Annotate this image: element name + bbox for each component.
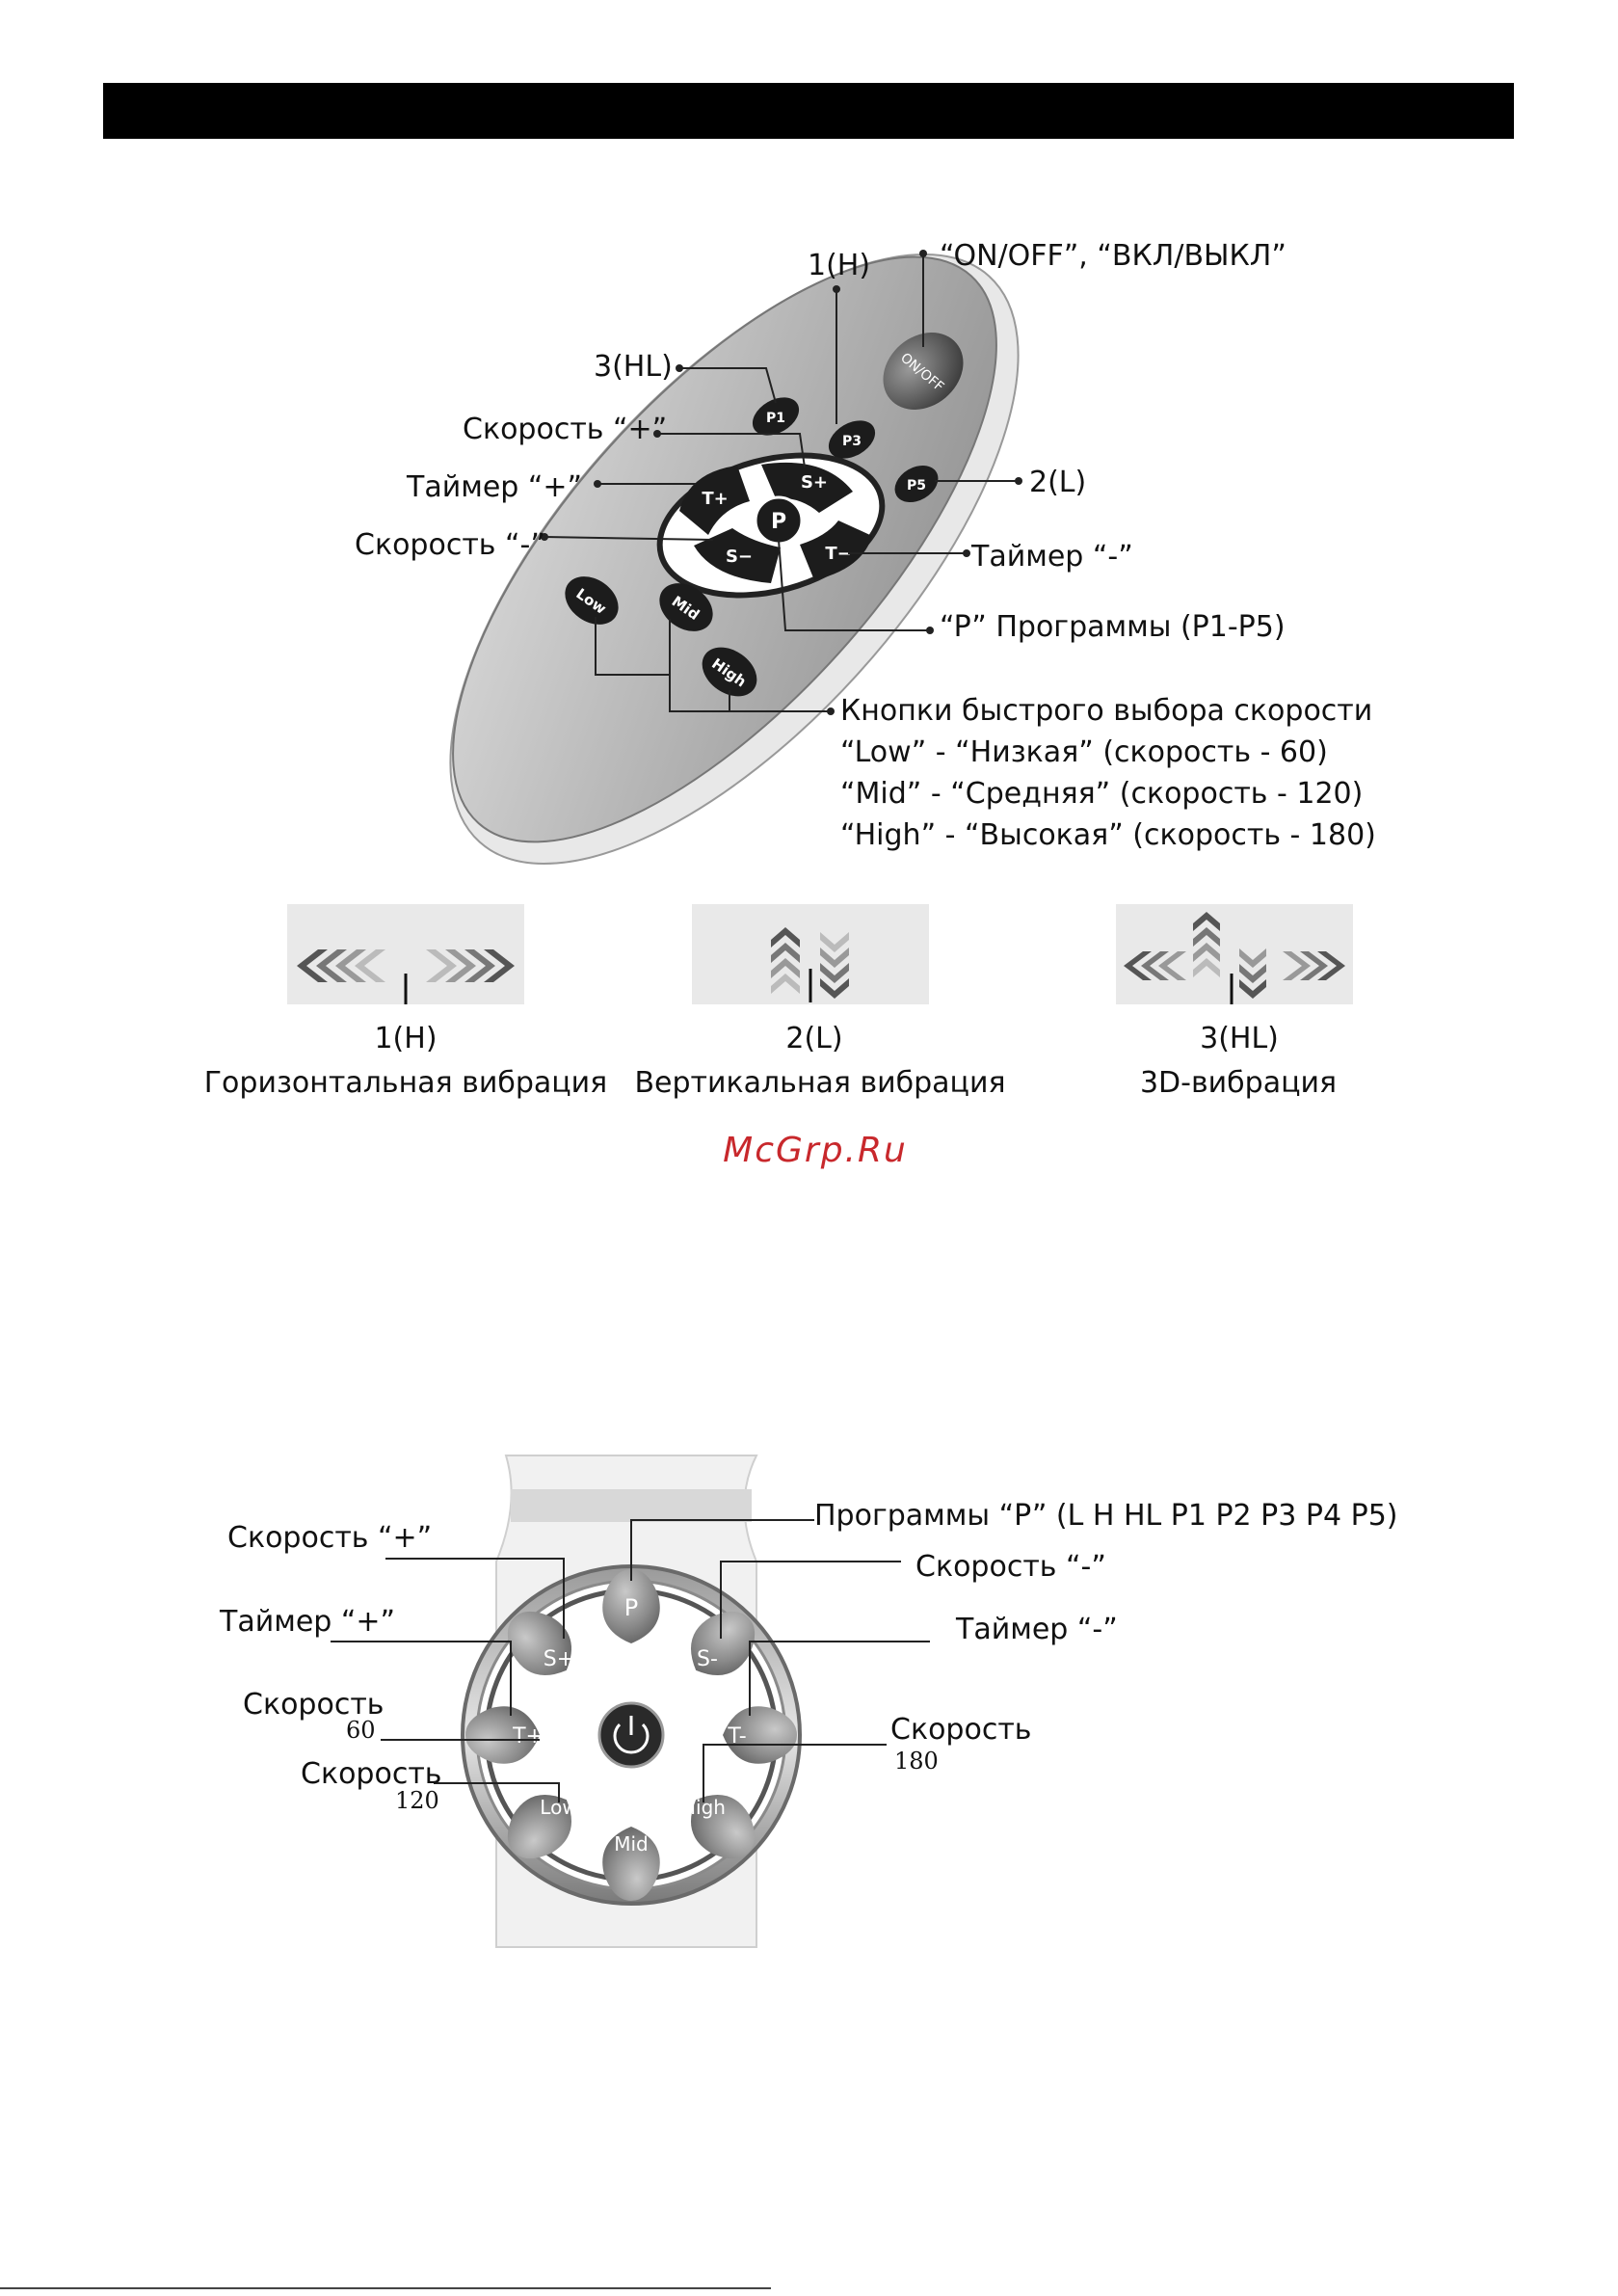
panel-s-plus-button-label: S+ [544,1647,574,1671]
high-button[interactable]: High [693,637,766,707]
label-2l: 2(L) [1029,466,1086,499]
vibration-h-name: Горизонтальная вибрация [204,1066,607,1100]
down-chevrons-icon [1239,948,1266,999]
p1-button-label: P1 [766,411,785,426]
label-quick-mid: “Mid” - “Средняя” (скорость - 120) [840,777,1363,811]
t-minus-button[interactable]: T− [800,521,872,580]
watermark: McGrp.Ru [723,1131,908,1170]
s-plus-button[interactable]: S+ [761,462,853,513]
panel-strap-band [511,1489,752,1522]
panel-label-speed-minus: Скорость “-” [915,1550,1106,1584]
panel-label-speed-120-value: 120 [395,1787,439,1814]
p-button[interactable]: P [754,495,804,546]
panel-t-plus-button[interactable] [465,1706,540,1764]
p3-button[interactable]: P3 [822,413,882,466]
panel-label-programs: Программы “P” (L H HL P1 P2 P3 P4 P5) [814,1499,1398,1533]
low-button[interactable]: Low [556,567,627,634]
remote-dpad: T+ S+ P S− T− [656,452,886,599]
panel-label-speed-120: Скорость [301,1757,441,1791]
label-speed-minus: Скорость “-” [355,528,545,562]
vibration-hl-image [1116,904,1353,1004]
vibration-mode-horizontal: 1(H) Горизонтальная вибрация [204,904,607,1100]
panel-labels: Программы “P” (L H HL P1 P2 P3 P4 P5) Ск… [219,1499,1398,1814]
label-programs: “P” Программы (P1-P5) [940,610,1286,644]
right-chevrons-icon [426,949,515,982]
remote-control: ON/OFF P1 P3 P5 T+ S+ [449,253,1020,866]
down-chevrons-icon [820,932,849,999]
panel-s-plus-button[interactable] [493,1597,587,1691]
control-panel: P S+ S- T+ T- Low Mid High [461,1455,802,1948]
right-chevrons-icon [1283,951,1345,980]
label-timer-minus: Таймер “-” [970,540,1133,574]
remote-leader-lines [541,250,1022,715]
panel-leader-lines [331,1519,930,1802]
vibration-hl-code: 3(HL) [1200,1022,1279,1055]
panel-s-minus-button-label: S- [697,1647,718,1671]
label-3hl: 3(HL) [594,350,673,384]
on-off-button[interactable]: ON/OFF [867,316,978,425]
p5-button[interactable]: P5 [889,458,945,509]
p1-button[interactable]: P1 [746,389,806,442]
panel-p-button[interactable]: P [602,1569,660,1643]
panel-label-speed-plus: Скорость “+” [227,1521,432,1555]
t-plus-button-label: T+ [702,489,728,509]
panel-s-minus-button[interactable] [676,1597,769,1691]
panel-p-button-label: P [624,1594,638,1621]
panel-t-plus-button-label: T+ [512,1724,544,1749]
panel-label-speed-60: Скорость [243,1688,384,1722]
panel-label-speed-60-value: 60 [346,1717,376,1744]
panel-low-button[interactable] [493,1779,587,1873]
vibration-mode-vertical: 2(L) Вертикальная вибрация [634,904,1006,1100]
up-chevrons-icon [771,927,800,994]
t-minus-button-label: T− [825,544,851,564]
s-minus-button[interactable]: S− [694,528,781,583]
remote-labels: “ON/OFF”, “ВКЛ/ВЫКЛ” 1(H) 3(HL) Скорость… [355,239,1376,852]
panel-power-button[interactable] [597,1701,665,1769]
label-quick-low: “Low” - “Низкая” (скорость - 60) [840,735,1328,769]
panel-high-button[interactable] [676,1779,769,1873]
left-chevrons-icon [1124,951,1186,980]
mid-button[interactable]: Mid [650,574,722,641]
panel-label-timer-plus: Таймер “+” [219,1605,395,1639]
label-quick-select-title: Кнопки быстрого выбора скорости [840,694,1372,728]
t-plus-button[interactable]: T+ [679,466,750,535]
panel-label-speed-180: Скорость [890,1713,1031,1747]
label-timer-plus: Таймер “+” [406,470,582,504]
power-icon [613,1716,650,1754]
panel-t-minus-button[interactable] [723,1706,797,1764]
label-on-off: “ON/OFF”, “ВКЛ/ВЫКЛ” [940,239,1286,273]
up-chevrons-icon [1193,912,1220,977]
panel-label-timer-minus: Таймер “-” [955,1613,1118,1646]
left-chevrons-icon [297,949,385,982]
p5-button-label: P5 [907,478,926,494]
vibration-h-code: 1(H) [374,1022,437,1055]
vibration-l-code: 2(L) [785,1022,842,1055]
panel-mid-button-label: Mid [614,1832,649,1855]
vibration-hl-name: 3D-вибрация [1140,1066,1337,1100]
vibration-mode-3d: 3(HL) 3D-вибрация [1116,904,1353,1100]
p-button-label: P [771,510,786,534]
s-minus-button-label: S− [726,547,753,567]
label-1h: 1(H) [808,249,870,282]
vibration-l-name: Вертикальная вибрация [634,1066,1005,1100]
panel-mid-button[interactable] [602,1827,660,1901]
panel-label-speed-180-value: 180 [894,1748,939,1775]
p3-button-label: P3 [842,434,862,449]
panel-t-minus-button-label: T- [727,1724,746,1749]
label-speed-plus: Скорость “+” [463,413,667,446]
label-quick-high: “High” - “Высокая” (скорость - 180) [840,818,1376,852]
header-bar [103,83,1514,139]
s-plus-button-label: S+ [801,472,828,493]
